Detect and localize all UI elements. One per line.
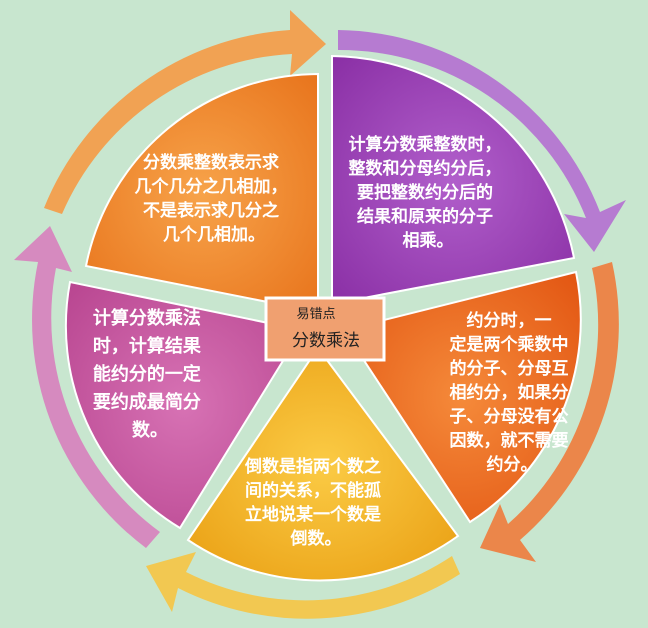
segment-text-bottom: 倒数是指两个数之 间的关系，不能孤 立地说某一个数是 倒数。 [244, 456, 387, 549]
segment-top-right [331, 54, 576, 306]
pie-segments [64, 54, 582, 582]
arrow-bottom [146, 552, 460, 619]
arrow-top-left [44, 10, 326, 214]
arrow-right [480, 262, 619, 562]
segment-text-right: 约分时，一 定是两个乘数中 的分子、分母互 相约分，如果分 子、分母没有公 因数… [450, 310, 575, 475]
segment-top-left [84, 72, 319, 314]
segment-left [64, 280, 304, 530]
segment-text-left: 计算分数乘法 时，计算结果 能约分的一定 要约成最简分 数。 [93, 307, 207, 441]
center-box: 易错点 分数乘法 [264, 296, 386, 362]
segment-text-top-left: 分数乘整数表示求 几个几分之几相加， 不是表示求几分之 几个几相加。 [135, 152, 294, 245]
cycle-arrows [14, 10, 626, 619]
center-title: 易错点 [296, 307, 335, 322]
center-subtitle: 分数乘法 [292, 331, 360, 351]
segment-right [342, 270, 582, 524]
segment-bottom [186, 346, 460, 582]
arrow-top-right [338, 30, 626, 252]
segment-text-top-right: 计算分数乘整数时， 整数和分母约分后， 要把整数约分后的 结果和原来的分子 相乘… [349, 134, 508, 251]
arrow-left [14, 226, 160, 548]
